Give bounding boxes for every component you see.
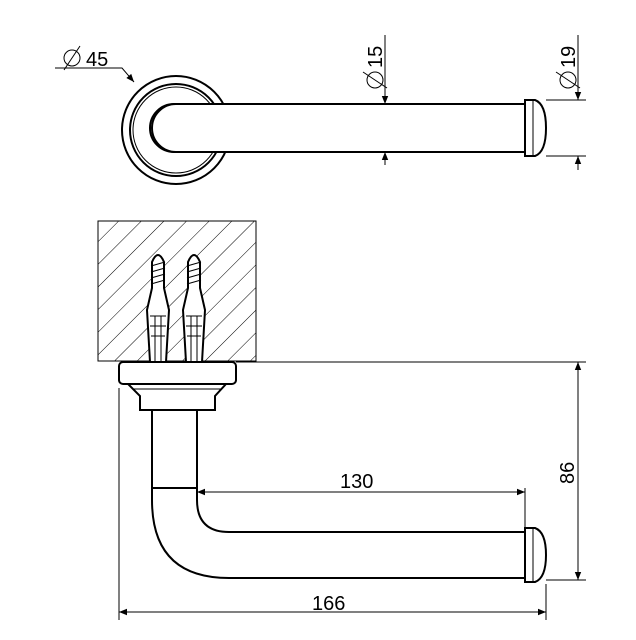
dimension-total-length: 166	[118, 388, 547, 620]
diameter-symbol-icon	[63, 45, 81, 71]
screw-anchor	[145, 254, 171, 363]
dimension-label: 130	[340, 471, 373, 493]
screw-anchor	[181, 254, 207, 363]
dimension-cap-diameter: 19	[546, 35, 586, 170]
base-plate	[118, 361, 237, 411]
dimension-bar-length: 130	[197, 471, 526, 530]
dimension-rosette-diameter: 45	[55, 45, 135, 83]
dimension-label: 19	[558, 46, 580, 68]
top-view: 45 15 19	[55, 35, 586, 185]
dimension-label: 86	[557, 462, 579, 484]
handle-bar	[151, 99, 548, 157]
dimension-label: 166	[312, 593, 345, 615]
diameter-symbol-icon	[555, 71, 581, 89]
wall-anchors	[145, 254, 207, 363]
dimension-label: 45	[86, 49, 108, 71]
diameter-symbol-icon	[362, 71, 388, 89]
dimension-label: 15	[365, 46, 387, 68]
side-view: 130 166 86	[97, 220, 586, 620]
dimension-height: 86	[236, 361, 586, 581]
wall-section-hatched	[97, 220, 257, 362]
dimension-bar-diameter: 15	[362, 35, 389, 165]
handle-lever	[151, 409, 548, 583]
